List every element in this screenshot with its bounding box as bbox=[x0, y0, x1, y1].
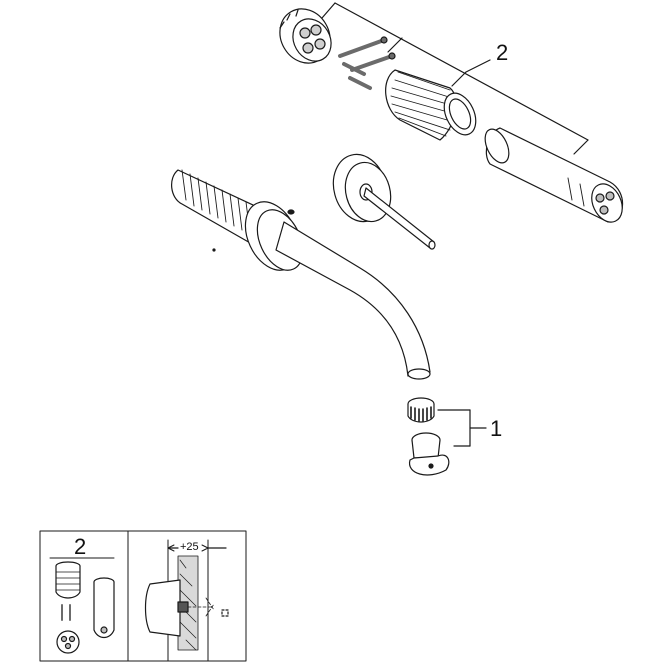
inset-frame bbox=[39, 530, 247, 662]
threaded-sleeve bbox=[385, 69, 477, 141]
spout-assembly bbox=[171, 169, 431, 380]
escutcheon-lever bbox=[332, 153, 436, 250]
inset-dimension-label: +25 bbox=[180, 541, 199, 553]
stray-mark bbox=[212, 248, 216, 252]
cartridge-disc bbox=[279, 8, 332, 64]
inset-wall-section bbox=[144, 539, 229, 662]
inset-kit-parts bbox=[55, 561, 115, 654]
callout-1-leader-lines bbox=[437, 409, 487, 447]
aerator-parts bbox=[407, 397, 450, 476]
mounting-screws bbox=[338, 36, 396, 90]
callout-2-leader-lines bbox=[321, 2, 589, 155]
inset-kit-number: 2 bbox=[74, 534, 87, 559]
callout-2-label: 2 bbox=[496, 40, 509, 65]
cartridge-body bbox=[484, 127, 624, 223]
callout-1-label: 1 bbox=[490, 416, 503, 441]
